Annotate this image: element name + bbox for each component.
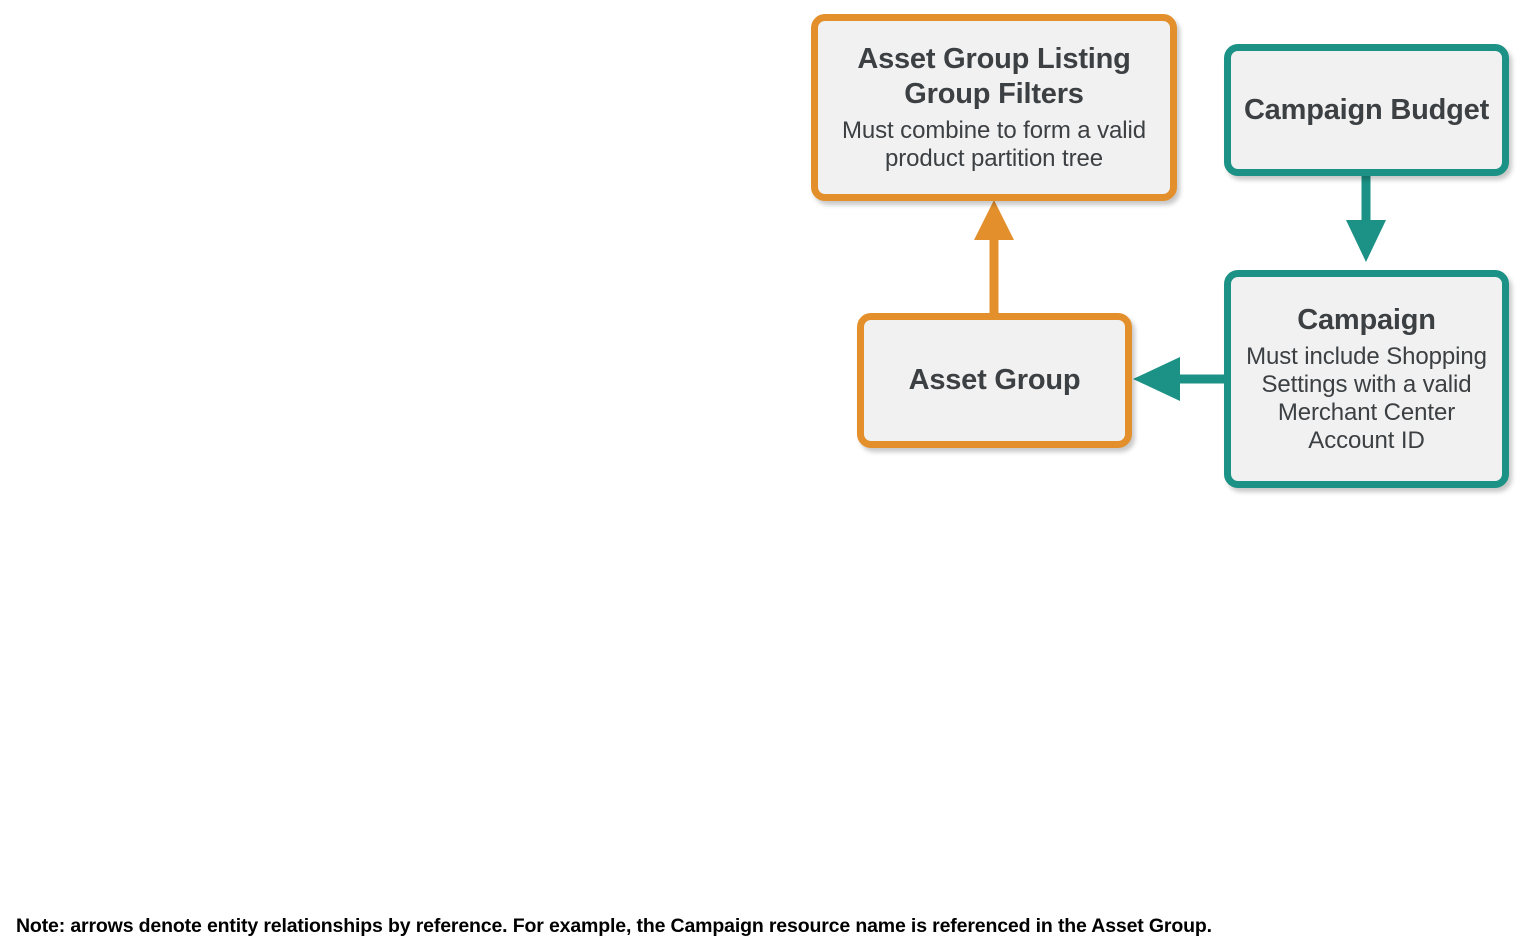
node-title: Asset Group Listing Group Filters — [857, 43, 1131, 110]
node-subtitle: Must include Shopping Settings with a va… — [1246, 343, 1487, 454]
edge-asset-group-to-filters — [974, 200, 1014, 313]
edge-campaign-budget-to-campaign — [1346, 176, 1386, 262]
node-asset-group[interactable]: Asset Group — [857, 313, 1132, 448]
node-asset-group-listing-group-filters[interactable]: Asset Group Listing Group Filters Must c… — [811, 14, 1177, 201]
arrowhead-down-icon — [1346, 220, 1386, 262]
arrowhead-left-icon — [1133, 357, 1180, 401]
arrowhead-up-icon — [974, 200, 1014, 240]
edge-campaign-to-asset-group — [1133, 357, 1224, 401]
node-title: Campaign — [1297, 304, 1436, 337]
node-title: Campaign Budget — [1243, 93, 1490, 126]
node-subtitle: Must combine to form a valid product par… — [842, 116, 1146, 172]
diagram-footnote: Note: arrows denote entity relationships… — [16, 915, 1212, 937]
node-campaign-budget[interactable]: Campaign Budget — [1224, 44, 1509, 176]
node-campaign[interactable]: Campaign Must include Shopping Settings … — [1224, 270, 1509, 488]
node-title: Asset Group — [908, 364, 1081, 397]
